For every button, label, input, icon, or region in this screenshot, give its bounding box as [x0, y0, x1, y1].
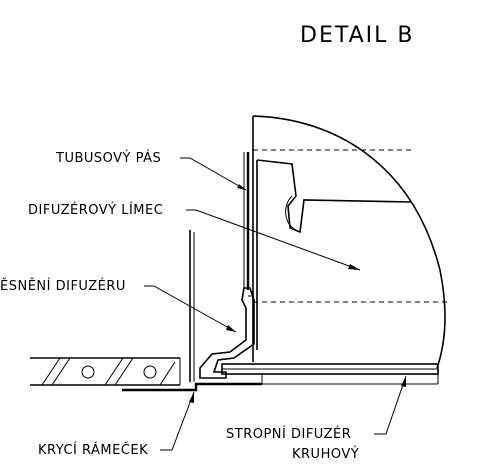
diffuser-face-plate — [221, 363, 439, 385]
arrow-diffuser-collar — [348, 264, 360, 270]
arrow-suspension — [226, 325, 236, 332]
ceiling-panel — [30, 357, 181, 386]
label-ceiling-diffuser-line2: KRUHOVÝ — [292, 446, 359, 462]
arrow-cover-frame — [189, 392, 194, 403]
diffuser-outline — [252, 115, 446, 369]
arrow-ceiling-diffuser — [401, 376, 406, 387]
label-cover-frame: KRYCÍ RÁMEČEK — [38, 442, 148, 458]
leader-cover-frame — [160, 391, 195, 451]
collar-hook — [285, 195, 297, 231]
leader-tube-band — [180, 157, 247, 191]
label-tube-band: TUBUSOVÝ PÁS — [55, 150, 161, 166]
cover-frame-base — [122, 382, 262, 392]
label-suspension: ĚSNĚNÍ DIFUZÉRU — [0, 278, 126, 294]
suspension-bracket — [199, 287, 255, 379]
leader-suspension — [144, 285, 237, 333]
label-ceiling-diffuser-line1: STROPNÍ DIFUZÉR — [226, 426, 351, 442]
diffuser-collar — [256, 159, 413, 350]
arrow-tube-band — [237, 184, 246, 190]
detail-title: DETAIL B — [300, 23, 414, 48]
leader-ceiling-diffuser — [374, 375, 407, 435]
label-diffuser-collar: DIFUZÉROVÝ LÍMEC — [28, 202, 163, 218]
leader-diffuser-collar — [186, 209, 361, 271]
